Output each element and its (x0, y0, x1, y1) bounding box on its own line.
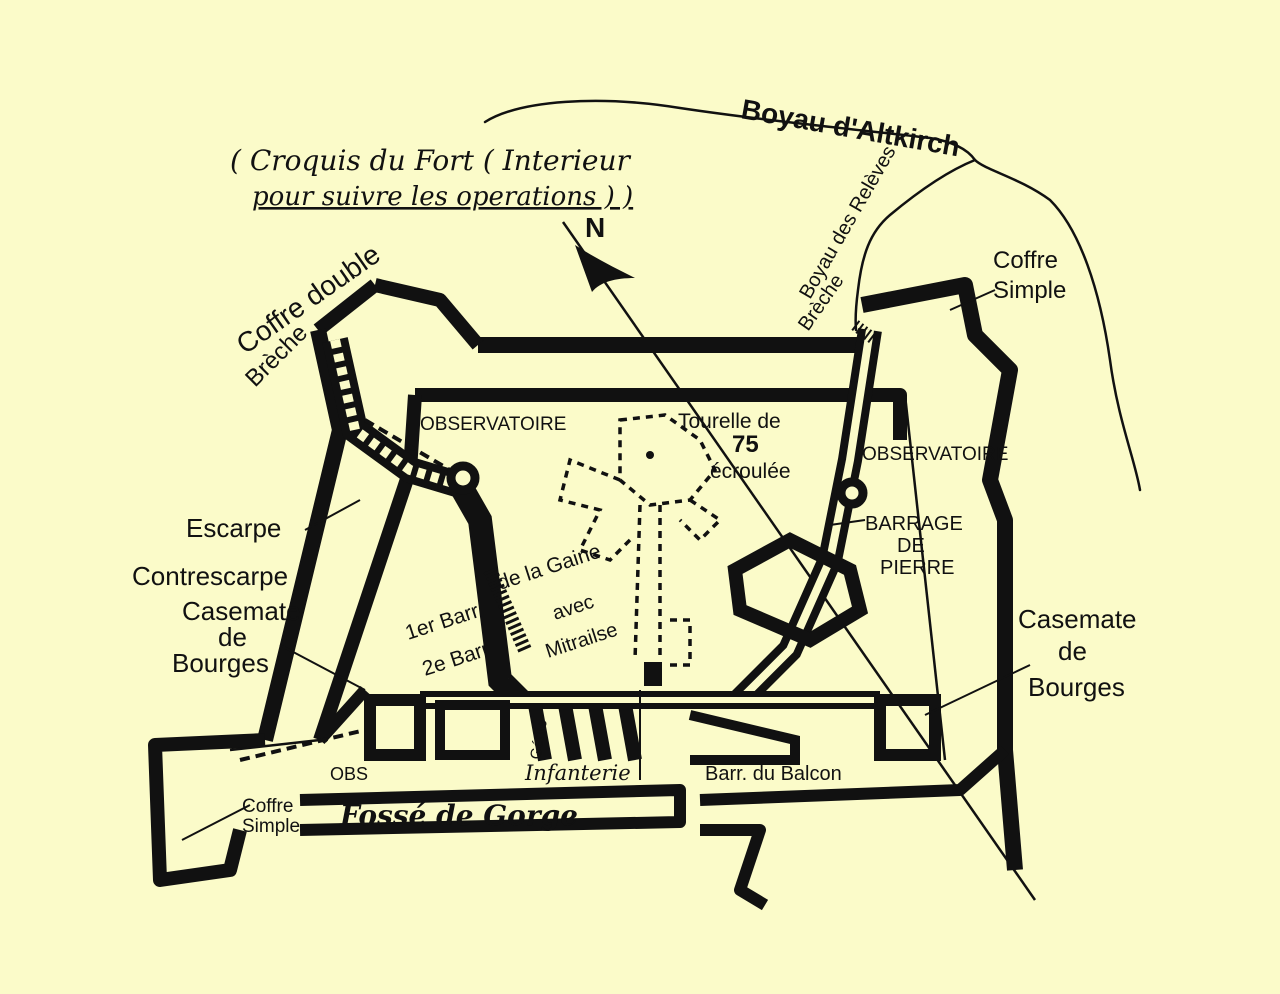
label-casemate-west-1: Casemate (182, 596, 301, 626)
label-escarpe: Escarpe (186, 513, 281, 543)
title-line-1: ( Croquis du Fort ( Interieur (230, 144, 632, 177)
leader-lines (181, 289, 1031, 841)
label-casemate-west-2: de (218, 622, 247, 652)
nw-gallery-inner (330, 338, 462, 490)
escarpe-southwest (315, 685, 370, 745)
label-casemate-west-3: Bourges (172, 648, 269, 678)
label-tourelle-3: écroulée (710, 460, 791, 483)
observatories (446, 461, 868, 509)
leader-coffre-ne (949, 289, 996, 311)
label-barrage-1: BARRAGE (865, 513, 963, 535)
boyau-releves-line (854, 158, 977, 332)
gaine-barrier-hatch (483, 567, 532, 653)
label-coffre-sw-1: Coffre (242, 796, 293, 817)
label-contrescarpe: Contrescarpe (132, 561, 288, 591)
label-observatoire-west: OBSERVATOIRE (420, 414, 566, 435)
tourelle-ruins (557, 413, 723, 667)
tourelle-debris-east (678, 498, 723, 543)
title-block: ( Croquis du Fort ( Interieur pour suivr… (230, 144, 633, 212)
label-infanterie: Infanterie (524, 761, 631, 785)
nw-coffre-top (373, 278, 484, 350)
gorge-casemates (528, 703, 642, 762)
escarpe-north (415, 388, 907, 440)
label-coffre-ne-1: Coffre (993, 247, 1058, 274)
label-observatoire-east: OBSERVATOIRE (862, 444, 1008, 465)
tourelle-center (646, 451, 654, 459)
fosse-gorge-wall (299, 784, 686, 836)
label-genie: Génie (527, 718, 551, 760)
contrescarpe-east (860, 277, 1023, 871)
trench-lines (483, 99, 1142, 492)
boyau-altkirch-line (483, 99, 1142, 492)
north-arrow-head (575, 245, 635, 292)
gorge-room-1 (435, 700, 510, 760)
tourelle-base (644, 662, 662, 686)
sw-coffre (148, 733, 266, 887)
tourelle-outline (618, 413, 718, 507)
barrage-bastion (727, 532, 869, 648)
casemate-bourges-west (364, 694, 426, 761)
nw-coffre-left (313, 279, 380, 336)
leader-casemate-east (924, 664, 1031, 716)
leader-escarpe (304, 499, 361, 531)
contrescarpe-west (257, 328, 348, 742)
coffre-sw-link (229, 738, 321, 752)
label-obs: OBS (330, 764, 368, 784)
tourelle-debris-west (557, 457, 632, 563)
leader-barrage (829, 519, 866, 526)
label-coffre-sw-2: Simple (242, 816, 300, 837)
observatoire-east-dome (836, 477, 868, 509)
galleries (239, 320, 941, 765)
leader-coffre-sw (181, 804, 251, 841)
observatoire-west-dome (446, 461, 480, 495)
label-barrage-3: PIERRE (880, 557, 954, 579)
label-fosse-gorge: Fossé de Gorge (339, 799, 578, 832)
gorge-southeast-stub (700, 824, 769, 911)
label-casemate-east-3: Bourges (1028, 672, 1125, 702)
label-tourelle-1: Tourelle de (678, 410, 781, 433)
label-barr-balcon: Barr. du Balcon (705, 763, 842, 785)
nw-tunnel (363, 418, 452, 472)
gorge-east-wall (699, 745, 1009, 806)
breche-east-hatch (851, 320, 879, 345)
label-tourelle-2: 75 (732, 431, 759, 458)
tourelle-stair (670, 618, 692, 667)
title-line-2: pour suivre les operations ) ) (252, 182, 633, 212)
west-gallery (449, 479, 529, 709)
label-casemate-east-2: de (1058, 636, 1087, 666)
leader-casemate-west (279, 644, 366, 691)
label-coffre-ne-2: Simple (993, 277, 1066, 304)
casemate-bourges-east (874, 694, 941, 761)
balcon-room (688, 710, 800, 765)
north-label: N (585, 212, 605, 243)
label-casemate-east-1: Casemate (1018, 604, 1137, 634)
label-barrage-2: DE (897, 535, 925, 557)
gorge-tunnel-west (239, 728, 366, 762)
